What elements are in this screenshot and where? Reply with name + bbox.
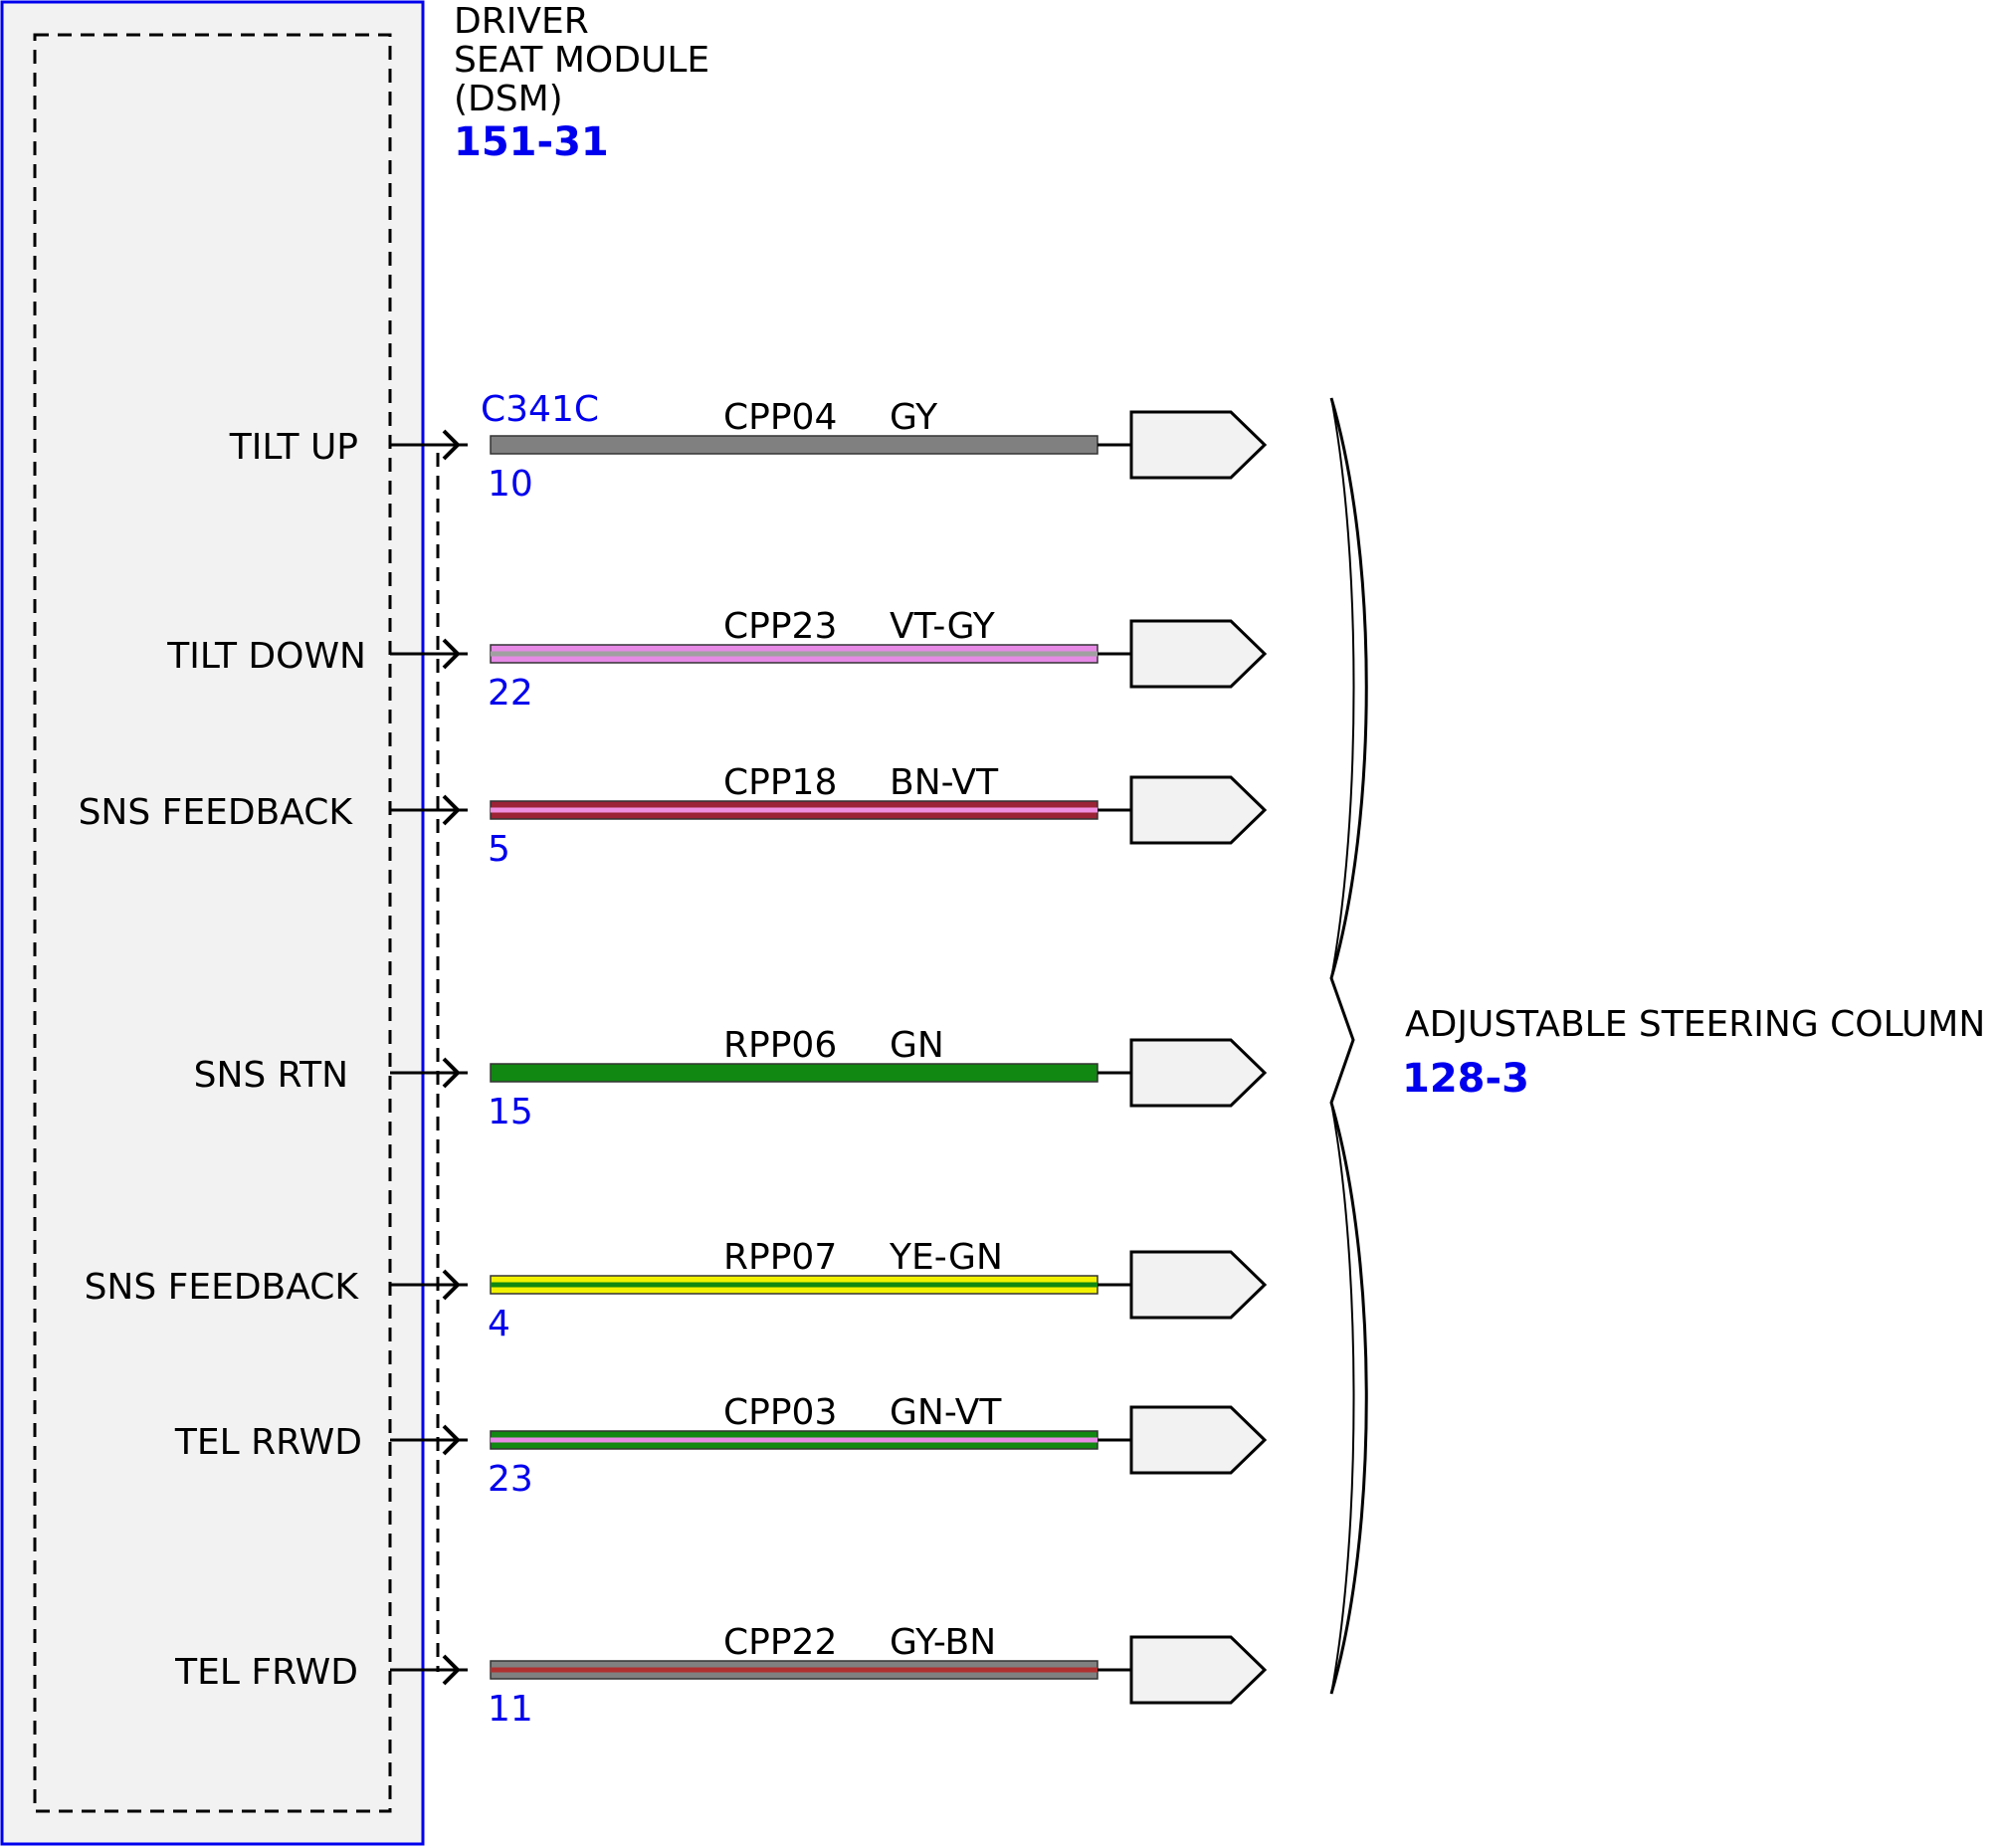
wire-6-circuit: CPP03 bbox=[723, 1392, 837, 1433]
wire-7-terminal-arrow[interactable] bbox=[1129, 1635, 1268, 1705]
wire-3-connector-terminal bbox=[442, 794, 461, 826]
wire-5-connector-terminal bbox=[442, 1269, 461, 1301]
wire-4-terminal-arrow[interactable] bbox=[1129, 1038, 1268, 1108]
wire-6-terminal-arrow[interactable] bbox=[1129, 1405, 1268, 1475]
connector-name: C341C bbox=[481, 389, 599, 430]
wire-3-color-code: BN-VT bbox=[890, 762, 999, 803]
wire-6-wire-stripe bbox=[491, 1437, 1098, 1443]
wire-7-pin-number: 11 bbox=[488, 1689, 533, 1730]
wire-4-connector-terminal bbox=[442, 1057, 461, 1089]
wire-7-wire-stripe bbox=[491, 1667, 1098, 1673]
wire-5-pin-number: 4 bbox=[488, 1304, 510, 1344]
module-inner-dashed-border bbox=[33, 33, 392, 1813]
wire-2-pin-number: 22 bbox=[488, 673, 533, 714]
wire-2-connector-terminal bbox=[442, 638, 461, 670]
wire-5-wire-stripe bbox=[491, 1282, 1098, 1288]
wire-5-terminal-arrow[interactable] bbox=[1129, 1250, 1268, 1320]
wire-6-color-code: GN-VT bbox=[890, 1392, 1002, 1433]
wire-7-circuit: CPP22 bbox=[723, 1622, 837, 1663]
brace-inner bbox=[1330, 397, 1355, 1695]
wire-3-pin-number: 5 bbox=[488, 829, 510, 870]
target-reference[interactable]: 128-3 bbox=[1402, 1056, 1529, 1102]
wire-3-circuit: CPP18 bbox=[723, 762, 837, 803]
wire-7-connector-terminal bbox=[442, 1654, 461, 1686]
wire-2-wire-stripe bbox=[491, 651, 1098, 657]
wire-1-terminal-arrow[interactable] bbox=[1129, 410, 1268, 480]
wire-7-color-code: GY-BN bbox=[890, 1622, 996, 1663]
wire-3-signal-label: SNS FEEDBACK bbox=[79, 792, 354, 833]
module-name-line-3: (DSM) bbox=[454, 79, 563, 119]
wire-4-signal-label: SNS RTN bbox=[194, 1055, 348, 1096]
wire-3-wire-stripe bbox=[491, 807, 1098, 813]
wire-2-color-code: VT-GY bbox=[890, 606, 996, 647]
wire-5-color-code: YE-GN bbox=[889, 1237, 1003, 1278]
wire-1-signal-label: TILT UP bbox=[229, 427, 358, 468]
module-reference[interactable]: 151-31 bbox=[454, 119, 609, 165]
target-name: ADJUSTABLE STEERING COLUMN bbox=[1405, 1004, 1985, 1045]
wire-1-connector-terminal bbox=[442, 429, 461, 461]
wire-2-circuit: CPP23 bbox=[723, 606, 837, 647]
module-name-line-1: DRIVER bbox=[454, 1, 589, 42]
module-name-line-2: SEAT MODULE bbox=[454, 40, 709, 81]
module-box bbox=[0, 0, 425, 1846]
wire-6-pin-number: 23 bbox=[488, 1459, 533, 1500]
wire-5-circuit: RPP07 bbox=[723, 1237, 837, 1278]
wire-4-circuit: RPP06 bbox=[723, 1025, 837, 1066]
wire-4-color-code: GN bbox=[890, 1025, 944, 1066]
wire-1-color-code: GY bbox=[890, 397, 938, 438]
wire-4-pin-number: 15 bbox=[488, 1092, 533, 1132]
wire-7-signal-label: TEL FRWD bbox=[174, 1652, 358, 1693]
wire-1-pin-number: 10 bbox=[488, 464, 533, 505]
wire-1-circuit: CPP04 bbox=[723, 397, 837, 438]
wire-6-connector-terminal bbox=[442, 1424, 461, 1456]
wire-5-signal-label: SNS FEEDBACK bbox=[85, 1267, 360, 1308]
wire-3-terminal-arrow[interactable] bbox=[1129, 775, 1268, 845]
wire-1-wire[interactable] bbox=[490, 435, 1099, 455]
wire-6-signal-label: TEL RRWD bbox=[174, 1422, 362, 1463]
wire-2-terminal-arrow[interactable] bbox=[1129, 619, 1268, 689]
wire-4-wire[interactable] bbox=[490, 1063, 1099, 1083]
brace bbox=[1329, 397, 1368, 1695]
wire-2-signal-label: TILT DOWN bbox=[166, 636, 366, 677]
